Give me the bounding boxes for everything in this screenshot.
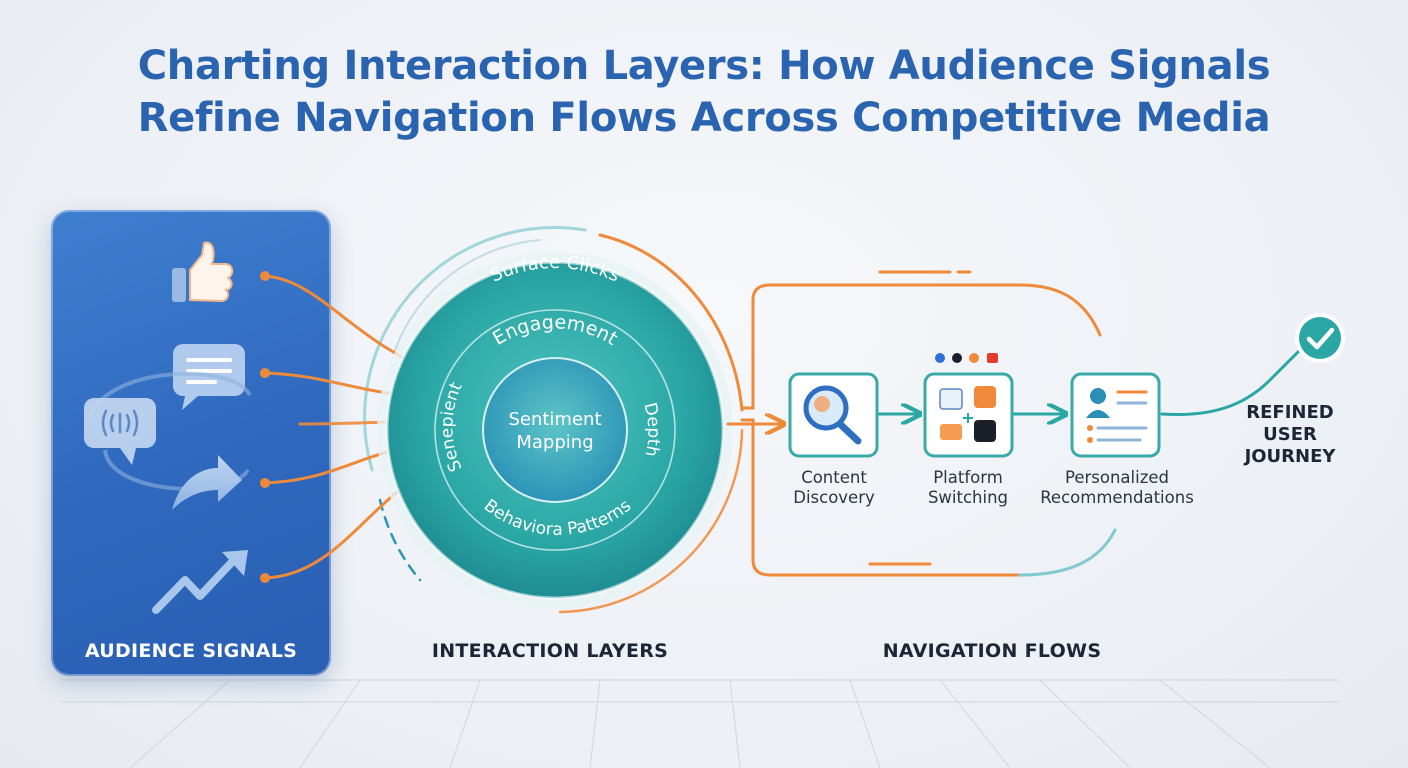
- profile-list-icon: [1086, 388, 1148, 443]
- platform-switching-label: Platform Switching: [903, 468, 1033, 508]
- signal-dot-1: [260, 271, 270, 281]
- page-title: Charting Interaction Layers: How Audienc…: [0, 40, 1408, 144]
- personalized-recommendations-label-line-1: Personalized: [1064, 468, 1169, 487]
- content-discovery-label: Content Discovery: [770, 468, 898, 508]
- decor-arc-faint: [394, 239, 541, 351]
- content-discovery-label-line-2: Discovery: [793, 488, 875, 507]
- platform-logos-icon: [935, 353, 998, 363]
- signal-dot-3: [260, 478, 270, 488]
- chat-bubble-icon: [173, 344, 245, 410]
- check-circle-icon: [1295, 313, 1345, 363]
- platform-switching-label-line-2: Switching: [927, 488, 1009, 507]
- flow-connector-final: [1160, 343, 1307, 417]
- title-line-1: Charting Interaction Layers: How Audienc…: [137, 43, 1271, 89]
- refined-user-journey-label: REFINED USER JOURNEY: [1230, 402, 1350, 468]
- personalized-recommendations-label: Personalized Recommendations: [1030, 468, 1204, 508]
- share-arrow-icon: [172, 455, 242, 510]
- flow-bracket-top: [740, 283, 1102, 410]
- flow-bracket-return: [1018, 528, 1117, 577]
- core-label-line-2: Mapping: [516, 432, 593, 453]
- platform-switching-label-line-1: Platform: [933, 468, 1003, 487]
- title-line-2: Refine Navigation Flows Across Competiti…: [137, 95, 1271, 141]
- flow-bracket-bottom: [740, 418, 1022, 577]
- interaction-layers-label: INTERACTION LAYERS: [431, 640, 669, 662]
- content-discovery-label-line-1: Content: [801, 468, 867, 487]
- personalized-recommendations-node[interactable]: [1070, 372, 1161, 458]
- final-label-line-1: REFINED: [1246, 402, 1334, 423]
- core-label-line-1: Sentiment: [508, 409, 601, 430]
- audience-signals-label: AUDIENCE SIGNALS: [84, 640, 298, 662]
- signal-dot-2: [260, 368, 270, 378]
- final-label-line-3: JOURNEY: [1244, 446, 1336, 467]
- layers-ring-middle: [434, 309, 676, 551]
- layers-core: [482, 357, 628, 503]
- app-grid-icon: [939, 386, 996, 442]
- trend-arrow-icon: [152, 550, 248, 614]
- decor-arc-teal: [363, 226, 587, 472]
- decor-arc-orange: [598, 233, 744, 412]
- platform-switching-node[interactable]: [923, 372, 1014, 458]
- content-discovery-node[interactable]: [788, 372, 879, 458]
- voice-bubble-icon: [84, 371, 252, 491]
- navigation-flows-label: NAVIGATION FLOWS: [882, 640, 1102, 662]
- final-label-line-2: USER: [1263, 424, 1317, 445]
- signal-dot-4: [260, 573, 270, 583]
- personalized-recommendations-label-line-2: Recommendations: [1040, 488, 1194, 507]
- magnifier-icon: [803, 385, 862, 445]
- decor-arc-orange-low: [558, 428, 744, 614]
- thumbs-up-icon: [172, 241, 234, 303]
